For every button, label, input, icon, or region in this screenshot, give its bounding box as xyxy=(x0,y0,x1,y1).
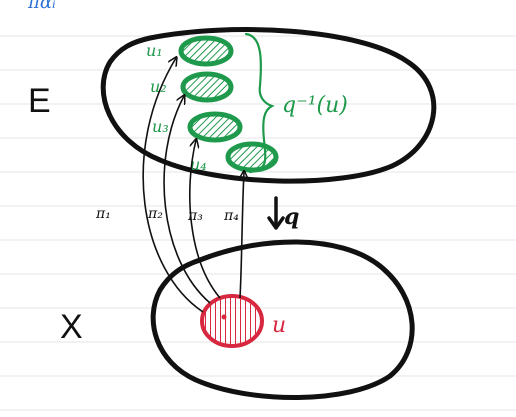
sheet-u3 xyxy=(187,111,243,143)
sheet-u1-label: u₁ xyxy=(146,41,163,60)
space-x-ellipse xyxy=(150,239,415,401)
projection-label-2: π₂ xyxy=(147,206,163,222)
sheet-u1 xyxy=(178,35,234,67)
point-x xyxy=(221,314,227,320)
sheet-u4 xyxy=(225,141,279,173)
sheet-u4-label: u₄ xyxy=(190,155,207,174)
sheet-u2-label: u₂ xyxy=(150,77,167,96)
projection-label-3: π₃ xyxy=(187,208,203,224)
open-set-label: u xyxy=(272,313,286,338)
projection-label-4: π₄ xyxy=(223,208,239,224)
space-e-ellipse xyxy=(100,27,437,184)
covering-map-arrow xyxy=(267,196,285,230)
ruled-lines xyxy=(0,35,516,411)
projection-arrow-1 xyxy=(142,58,204,313)
covering-map-label: q xyxy=(284,204,299,230)
projection-arrow-2 xyxy=(163,96,211,304)
preimage-label: q⁻¹(u) xyxy=(282,93,348,118)
sheet-u3-label: u₃ xyxy=(152,117,169,136)
top-text-fragment: παᵢ xyxy=(27,0,56,13)
preimage-bracket xyxy=(244,32,275,174)
space-e-label: E xyxy=(28,82,51,120)
sheet-u2 xyxy=(180,71,234,103)
open-set-u xyxy=(200,294,264,348)
space-x-label: X xyxy=(60,308,83,346)
projection-arrow-4 xyxy=(240,172,244,299)
projection-arrow-3 xyxy=(189,140,221,299)
projection-arrows xyxy=(142,58,244,313)
projection-label-1: π₁ xyxy=(95,206,111,222)
